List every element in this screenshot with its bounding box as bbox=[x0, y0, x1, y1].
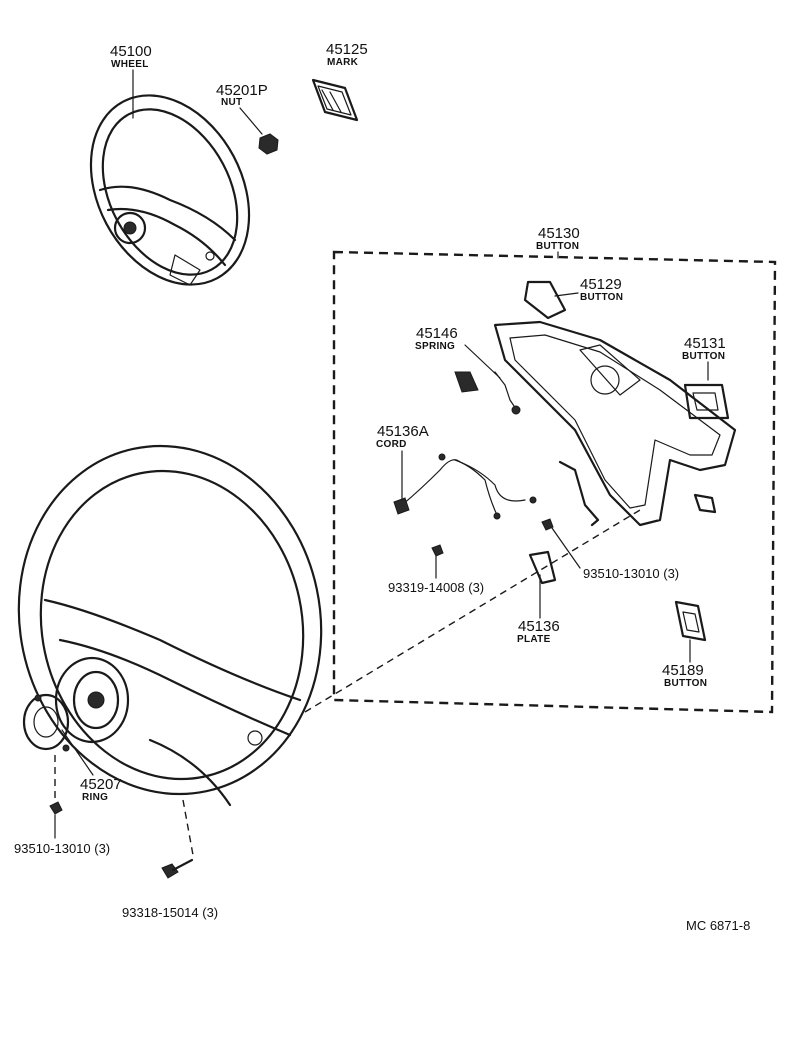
label-mark: 45125 MARK bbox=[326, 41, 368, 68]
svg-text:WHEEL: WHEEL bbox=[111, 59, 149, 70]
ring-drawing bbox=[22, 693, 70, 752]
button-right-drawing bbox=[683, 383, 730, 420]
label-plate: 45136 PLATE bbox=[517, 574, 560, 645]
assembly-leader bbox=[304, 509, 641, 713]
svg-text:93510-13010 (3): 93510-13010 (3) bbox=[14, 841, 110, 856]
plate-drawing bbox=[528, 460, 600, 585]
label-nut: 45201P NUT bbox=[216, 82, 268, 135]
svg-text:NUT: NUT bbox=[221, 97, 242, 108]
label-bolt: 93318-15014 (3) bbox=[122, 905, 218, 920]
svg-text:BUTTON: BUTTON bbox=[536, 241, 579, 252]
spring-drawing bbox=[454, 371, 521, 415]
label-button-top: 45129 BUTTON bbox=[554, 276, 623, 303]
svg-text:45125: 45125 bbox=[326, 41, 368, 58]
svg-text:RING: RING bbox=[82, 792, 108, 803]
svg-text:93318-15014 (3): 93318-15014 (3) bbox=[122, 905, 218, 920]
svg-text:45129: 45129 bbox=[580, 276, 622, 293]
svg-text:45201P: 45201P bbox=[216, 82, 268, 99]
nut-drawing bbox=[258, 133, 279, 155]
svg-text:BUTTON: BUTTON bbox=[580, 292, 623, 303]
screw-ring-drawing bbox=[49, 755, 63, 815]
button-pad-drawing bbox=[493, 320, 737, 527]
svg-text:45130: 45130 bbox=[538, 225, 580, 242]
label-button-right: 45131 BUTTON bbox=[682, 335, 726, 381]
button-bottom-drawing bbox=[674, 600, 707, 642]
svg-text:93510-13010 (3): 93510-13010 (3) bbox=[583, 566, 679, 581]
svg-text:45146: 45146 bbox=[416, 325, 458, 342]
svg-text:45136A: 45136A bbox=[377, 423, 429, 440]
large-steering-wheel-drawing bbox=[17, 444, 323, 807]
svg-text:PLATE: PLATE bbox=[517, 634, 551, 645]
svg-text:CORD: CORD bbox=[376, 439, 407, 450]
label-button-bottom: 45189 BUTTON bbox=[662, 639, 707, 689]
svg-text:SPRING: SPRING bbox=[415, 341, 455, 352]
label-screw-right: 93510-13010 (3) bbox=[551, 527, 679, 581]
small-clip-drawing bbox=[693, 493, 717, 514]
bolt-drawing bbox=[161, 799, 194, 879]
label-ring: 45207 RING bbox=[61, 729, 122, 803]
svg-text:BUTTON: BUTTON bbox=[682, 351, 725, 362]
screw-left-drawing bbox=[431, 544, 444, 557]
svg-text:45189: 45189 bbox=[662, 662, 704, 679]
label-spring: 45146 SPRING bbox=[415, 325, 501, 379]
label-screw-left: 93319-14008 (3) bbox=[388, 554, 484, 595]
label-button-group: 45130 BUTTON bbox=[536, 225, 580, 252]
svg-text:45136: 45136 bbox=[518, 618, 560, 635]
button-assembly-box bbox=[332, 250, 777, 714]
small-steering-wheel-drawing bbox=[89, 94, 251, 286]
svg-text:45100: 45100 bbox=[110, 43, 152, 60]
svg-text:45131: 45131 bbox=[684, 335, 726, 352]
label-cord: 45136A CORD bbox=[376, 423, 429, 501]
svg-text:BUTTON: BUTTON bbox=[664, 678, 707, 689]
label-wheel-small: 45100 WHEEL bbox=[110, 43, 152, 119]
label-screw-ring: 93510-13010 (3) bbox=[14, 814, 110, 856]
cord-drawing bbox=[393, 453, 537, 520]
mark-emblem-drawing bbox=[311, 78, 359, 122]
button-top-drawing bbox=[523, 280, 567, 320]
diagram-code: MC 6871-8 bbox=[686, 918, 750, 933]
screw-right-drawing bbox=[541, 518, 554, 531]
svg-text:93319-14008 (3): 93319-14008 (3) bbox=[388, 580, 484, 595]
svg-text:45207: 45207 bbox=[80, 776, 122, 793]
svg-text:MARK: MARK bbox=[327, 57, 359, 68]
